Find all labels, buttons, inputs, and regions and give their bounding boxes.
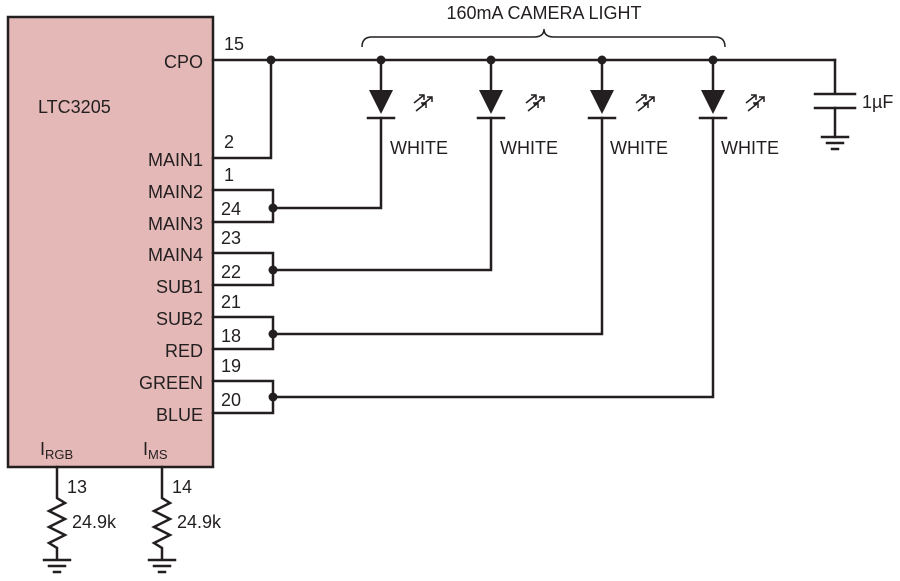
junction-dot bbox=[268, 203, 278, 213]
ic-name: LTC3205 bbox=[38, 97, 111, 117]
title-brace bbox=[361, 28, 726, 48]
pin-num-24: 24 bbox=[221, 199, 241, 219]
resistor-irgb-label: 24.9k bbox=[72, 512, 117, 532]
ic-body bbox=[6, 15, 215, 469]
resistor-ims bbox=[147, 465, 177, 574]
pin-name-irgb: IRGB bbox=[40, 439, 73, 462]
pin-num-18: 18 bbox=[221, 326, 241, 346]
capacitor-label: 1µF bbox=[862, 92, 893, 112]
resistor-irgb bbox=[42, 465, 72, 574]
pin-name-sub1: SUB1 bbox=[156, 277, 203, 297]
diagram-title: 160mA CAMERA LIGHT bbox=[446, 3, 641, 23]
pin-name-main2: MAIN2 bbox=[148, 182, 203, 202]
pin-name-main1: MAIN1 bbox=[148, 150, 203, 170]
led-1 bbox=[271, 58, 433, 210]
pin-name-ims: IMS bbox=[143, 439, 168, 462]
main1-wire bbox=[211, 58, 273, 160]
pin-name-main4: MAIN4 bbox=[148, 245, 203, 265]
led-1-label: WHITE bbox=[390, 138, 448, 158]
pin-num-22: 22 bbox=[221, 262, 241, 282]
pin-num-2: 2 bbox=[224, 132, 234, 152]
pin-name-main3: MAIN3 bbox=[148, 214, 203, 234]
pin-name-cpo: CPO bbox=[164, 52, 203, 72]
pin-name-green: GREEN bbox=[139, 373, 203, 393]
pin-num-14: 14 bbox=[172, 477, 192, 497]
led-4 bbox=[271, 58, 765, 399]
pin-name-red: RED bbox=[165, 341, 203, 361]
junction-dot bbox=[268, 329, 278, 339]
led-4-label: WHITE bbox=[721, 138, 779, 158]
pin-num-23: 23 bbox=[221, 228, 241, 248]
ground-symbol bbox=[820, 135, 850, 151]
junction-dot bbox=[268, 265, 278, 275]
pin-num-20: 20 bbox=[221, 390, 241, 410]
junction-dot bbox=[266, 55, 276, 65]
pin-num-15: 15 bbox=[224, 34, 244, 54]
pin-num-21: 21 bbox=[221, 292, 241, 312]
led-3-label: WHITE bbox=[610, 138, 668, 158]
resistor-ims-label: 24.9k bbox=[177, 512, 222, 532]
pin-num-19: 19 bbox=[221, 356, 241, 376]
pin-num-13: 13 bbox=[67, 477, 87, 497]
led-2-label: WHITE bbox=[500, 138, 558, 158]
pin-name-blue: BLUE bbox=[156, 405, 203, 425]
junction-dot bbox=[268, 392, 278, 402]
pin-name-sub2: SUB2 bbox=[156, 309, 203, 329]
pin-num-1: 1 bbox=[224, 165, 234, 185]
led-2 bbox=[271, 58, 545, 272]
led-3 bbox=[271, 58, 655, 336]
